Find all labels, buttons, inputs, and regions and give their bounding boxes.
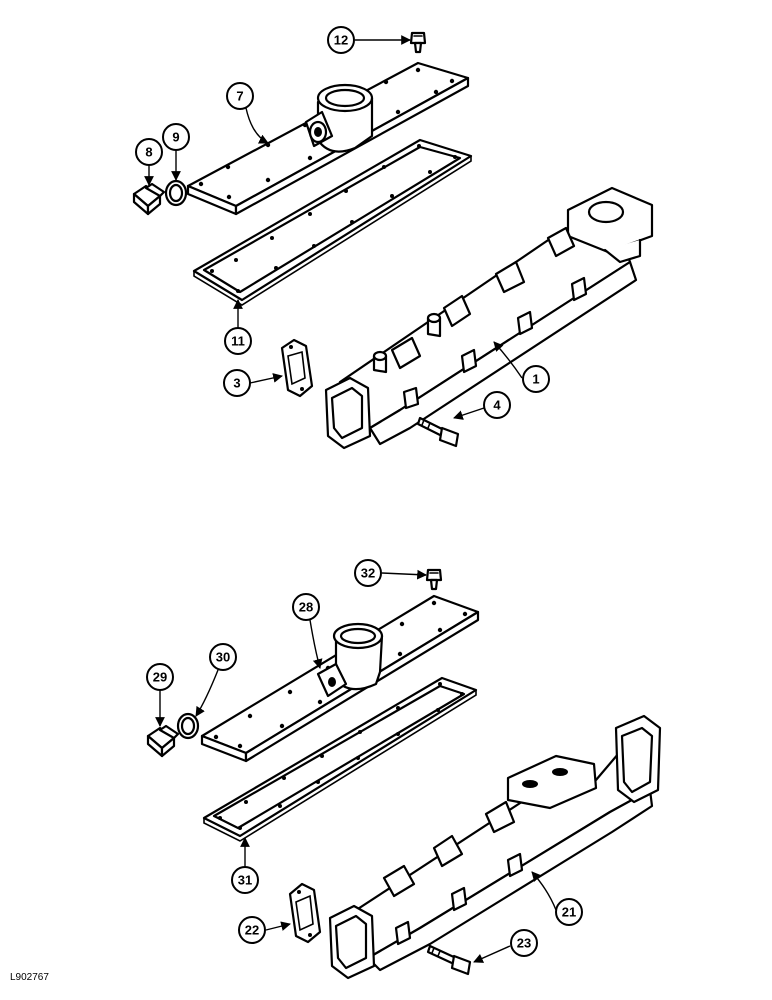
callout-31: 31 [231,866,259,894]
callout-30: 30 [209,643,237,671]
cover-plate-28-icon [200,594,480,763]
screw-12-icon [409,31,427,54]
svg-text:3: 3 [233,376,240,391]
callout-1: 1 [522,365,550,393]
cover-plate-7-icon [186,61,470,216]
callout-9: 9 [162,123,190,151]
callout-32: 32 [354,559,382,587]
bolt-4-icon [416,416,460,448]
figure-code: L902767 [10,972,49,983]
exhaust-manifold-21-icon [328,714,662,980]
callout-29: 29 [146,663,174,691]
svg-text:1: 1 [532,372,539,387]
svg-text:23: 23 [517,936,531,951]
svg-text:9: 9 [172,130,179,145]
svg-text:8: 8 [145,145,152,160]
port-gasket-3-icon [280,338,314,398]
svg-text:31: 31 [238,873,252,888]
svg-text:29: 29 [153,670,167,685]
screw-32-icon [425,568,443,591]
svg-text:30: 30 [216,650,230,665]
svg-text:12: 12 [334,33,348,48]
washer-9-icon [164,179,188,207]
washer-30-icon [176,712,200,740]
leader-lines [144,35,557,963]
callout-3: 3 [223,369,251,397]
bolt-23-icon [426,944,472,976]
callout-12: 12 [327,26,355,54]
callout-4: 4 [483,391,511,419]
callout-22: 22 [238,916,266,944]
callout-23: 23 [510,929,538,957]
svg-text:22: 22 [245,923,259,938]
svg-text:28: 28 [299,600,313,615]
gasket-11-icon [192,138,473,306]
callout-28: 28 [292,593,320,621]
svg-text:32: 32 [361,566,375,581]
gasket-31-icon [202,676,478,842]
svg-text:4: 4 [493,398,501,413]
svg-text:7: 7 [236,89,243,104]
port-gasket-22-icon [288,882,322,944]
callout-8: 8 [135,138,163,166]
plug-29-icon [146,724,180,758]
callout-21: 21 [555,898,583,926]
plug-8-icon [132,182,166,216]
svg-text:11: 11 [231,334,245,349]
svg-text:21: 21 [562,905,576,920]
callout-7: 7 [226,82,254,110]
callout-11: 11 [224,327,252,355]
